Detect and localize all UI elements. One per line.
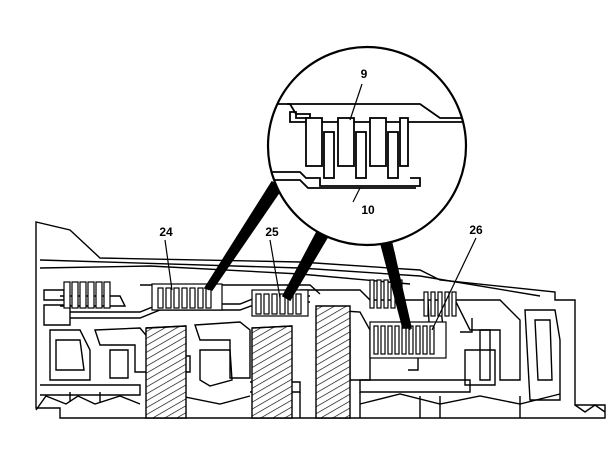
clutch-pack-25	[251, 289, 309, 317]
callout-9: 9	[361, 67, 368, 81]
callout-26: 26	[469, 223, 483, 237]
callout-24: 24	[159, 225, 173, 239]
magnifier-leader	[203, 180, 413, 329]
magnified-clutch-detail	[266, 45, 468, 247]
callout-10: 10	[361, 203, 375, 217]
clutch-pack-upper-right	[369, 279, 457, 317]
callout-25: 25	[265, 225, 279, 239]
planetary-gears	[145, 305, 351, 419]
clutch-pack-left	[63, 281, 111, 309]
callout-leaders	[164, 237, 477, 331]
